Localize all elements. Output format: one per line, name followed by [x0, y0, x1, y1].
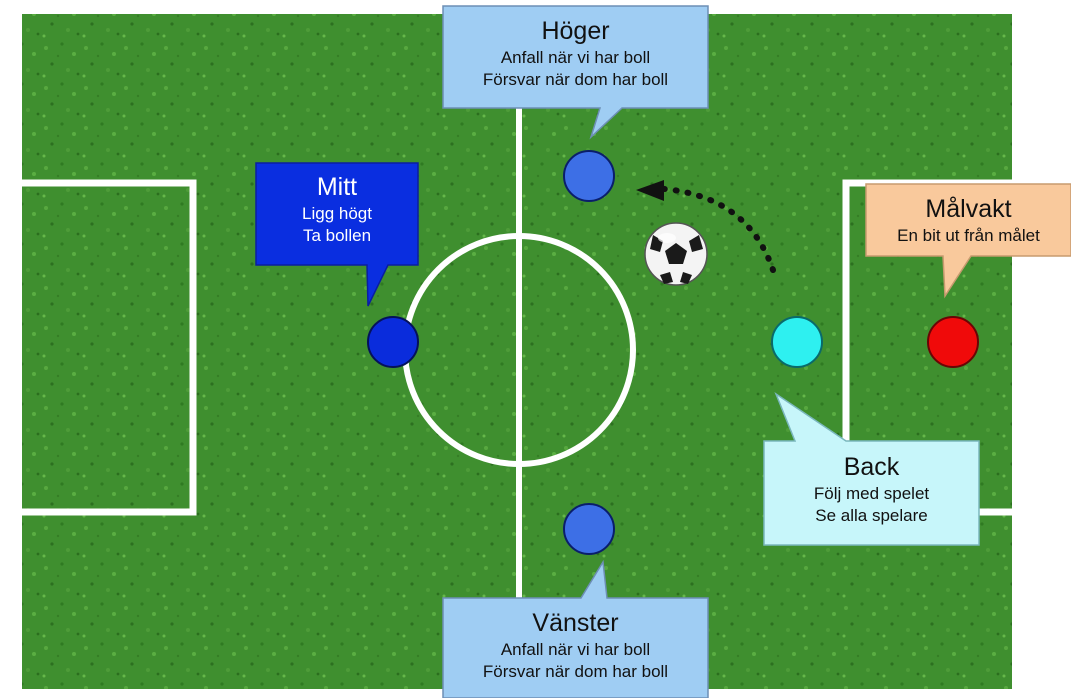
mitt-title: Mitt — [316, 173, 358, 201]
back-label: Back Följ med spelet Se alla spelare — [764, 452, 979, 526]
malvakt-title: Målvakt — [925, 195, 1012, 223]
mitt-line2: Ta bollen — [302, 225, 372, 245]
malvakt-line1: En bit ut från målet — [897, 226, 1040, 246]
left-penalty-area — [22, 179, 197, 516]
malvakt-label: Målvakt En bit ut från målet — [866, 194, 1071, 247]
back-callout — [763, 392, 980, 546]
dotted-arrow-icon — [640, 185, 776, 273]
player-hoger — [563, 150, 615, 202]
player-back — [771, 316, 823, 368]
back-line1: Följ med spelet — [813, 484, 930, 504]
hoger-line2: Försvar när dom har boll — [482, 69, 669, 89]
malvakt-callout — [865, 183, 1071, 299]
vanster-line2: Försvar när dom har boll — [482, 661, 669, 681]
vanster-line1: Anfall när vi har boll — [500, 640, 651, 660]
hoger-callout — [442, 5, 709, 140]
back-line2: Se alla spelare — [815, 505, 928, 525]
mitt-label: Mitt Ligg högt Ta bollen — [256, 172, 418, 246]
player-vanster — [563, 503, 615, 555]
player-mitt — [367, 316, 419, 368]
soccer-ball-icon — [644, 222, 708, 286]
arrowhead-icon — [636, 180, 664, 201]
vanster-label: Vänster Anfall när vi har boll Försvar n… — [443, 608, 708, 682]
mitt-line1: Ligg högt — [302, 204, 372, 224]
hoger-line1: Anfall när vi har boll — [500, 48, 651, 68]
vanster-callout — [442, 559, 709, 698]
mitt-callout — [255, 162, 419, 307]
hoger-title: Höger — [541, 17, 610, 45]
back-title: Back — [843, 453, 900, 481]
hoger-label: Höger Anfall när vi har boll Försvar när… — [443, 16, 708, 90]
vanster-title: Vänster — [532, 609, 619, 637]
player-malvakt — [927, 316, 979, 368]
